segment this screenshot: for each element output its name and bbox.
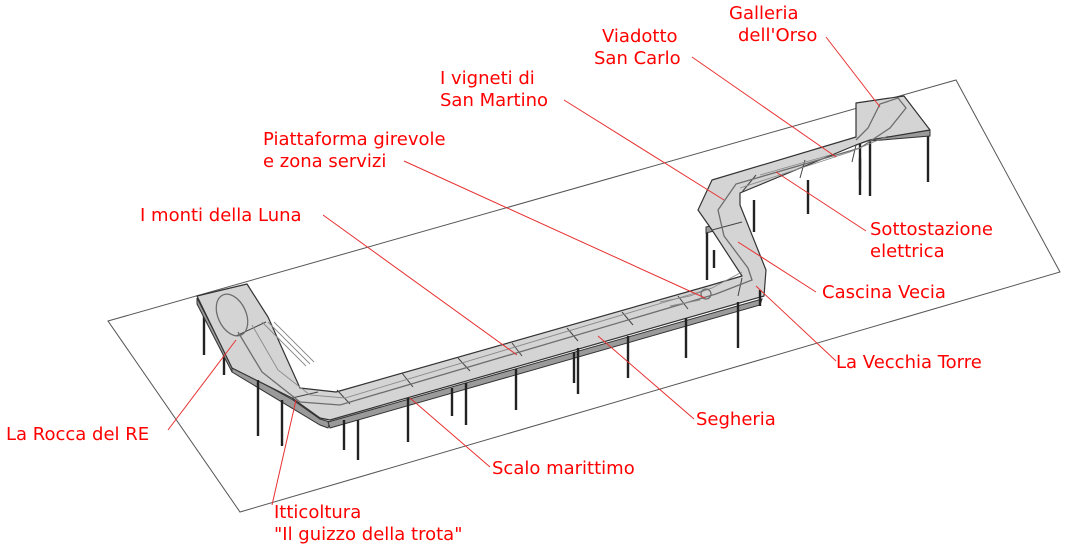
- label-segheria: Segheria: [696, 409, 776, 430]
- label-vecchia-torre: La Vecchia Torre: [836, 352, 982, 373]
- label-rocca-re: La Rocca del RE: [6, 424, 149, 445]
- track-plan: [215, 97, 907, 406]
- label-vigneti-san-martino: I vigneti di San Martino: [440, 68, 548, 111]
- label-monti-luna: I monti della Luna: [140, 205, 302, 226]
- label-piattaforma-girevole: Piattaforma girevole e zona servizi: [263, 129, 451, 172]
- label-scalo-marittimo: Scalo marittimo: [492, 458, 635, 479]
- label-viadotto-san-carlo: Viadotto San Carlo: [594, 26, 683, 69]
- label-sottostazione-elettrica: Sottostazione elettrica: [870, 219, 999, 262]
- label-galleria-orso: Galleria dell'Orso: [729, 3, 817, 46]
- deck-edge: [196, 129, 931, 429]
- leader-lines: [167, 36, 881, 506]
- label-cascina-vecia: Cascina Vecia: [822, 282, 946, 303]
- labels: Galleria dell'Orso Viadotto San Carlo I …: [6, 3, 999, 545]
- siding-lines: [261, 321, 315, 367]
- room-floor-outline: [107, 79, 1061, 513]
- label-itticoltura: Itticoltura "Il guizzo della trota": [274, 502, 462, 545]
- layout-deck: [196, 95, 931, 421]
- support-legs-front: [256, 158, 862, 460]
